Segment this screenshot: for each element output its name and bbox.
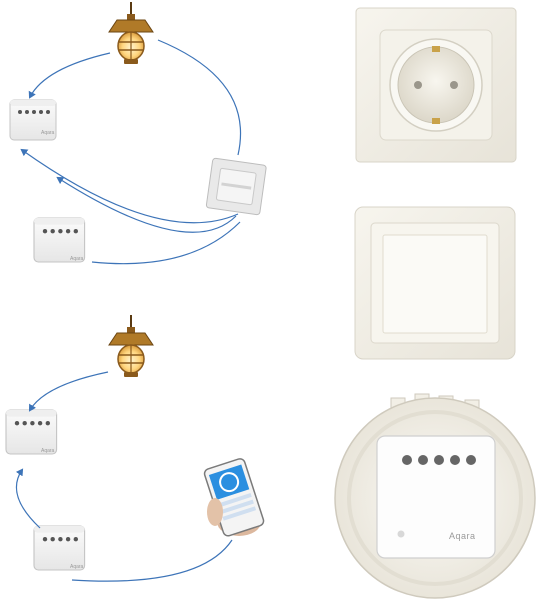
relay-brand-label: Aqara — [41, 130, 55, 136]
relay-brand-label: Aqara — [41, 448, 55, 454]
wall-switch-icon — [205, 157, 267, 216]
control-arrows — [15, 371, 233, 582]
pendant-lamp-icon — [108, 314, 154, 378]
control-arrows — [20, 39, 242, 265]
relay-brand-label: Aqara — [449, 531, 476, 541]
smartphone-app-icon — [203, 458, 265, 537]
relay-brand-label: Aqara — [70, 256, 84, 262]
scenario-smartphone: Aqara Aqara — [5, 314, 265, 582]
relay-brand-label: Aqara — [70, 564, 84, 570]
wireless-relay-icon: Aqara — [33, 525, 86, 571]
schuko-socket-icon — [355, 7, 517, 163]
wireless-relay-icon: Aqara — [33, 217, 86, 263]
pendant-lamp-icon — [108, 1, 154, 65]
relay-module-icon: Aqara — [9, 99, 57, 141]
relay-module-icon: Aqara — [5, 409, 58, 455]
relay-in-wall-box-icon: Aqara — [334, 393, 536, 599]
rocker-switch-icon — [354, 206, 516, 360]
scenario-wall-switch: Aqara Aqara — [9, 1, 267, 265]
